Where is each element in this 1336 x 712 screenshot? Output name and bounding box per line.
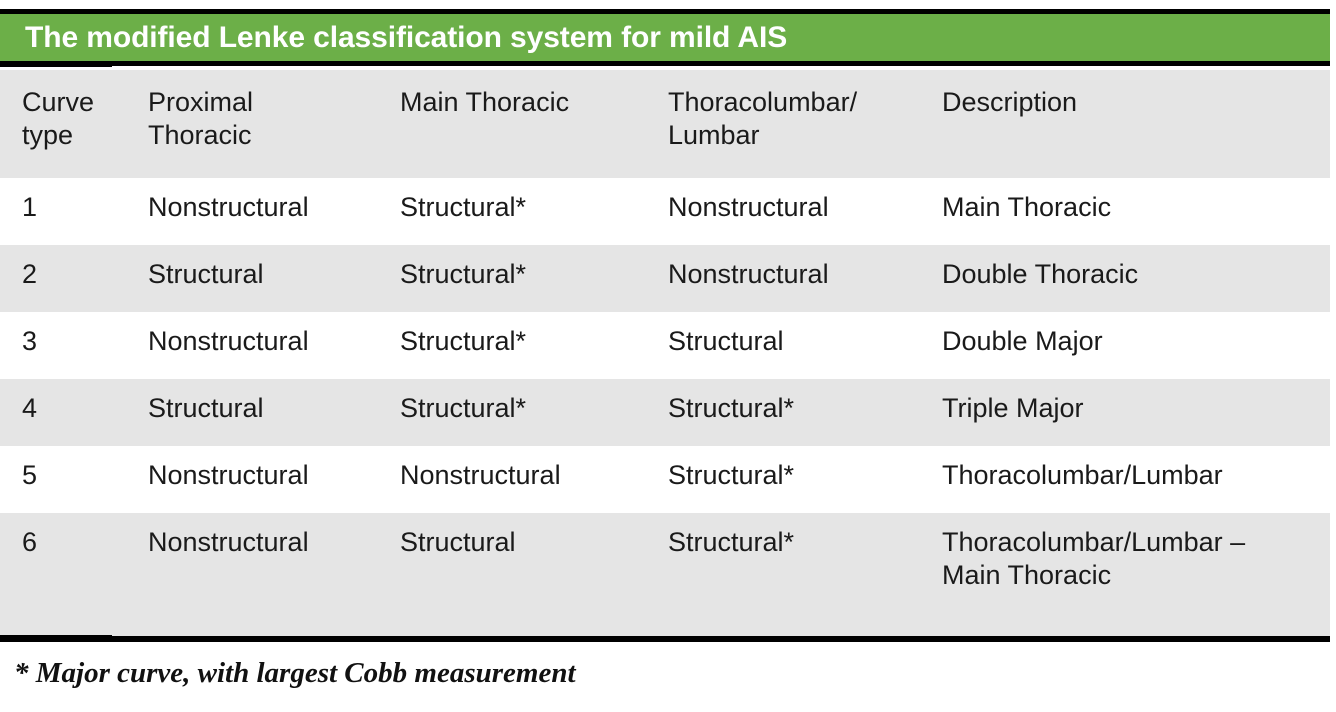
classification-table: Curve type Proximal Thoracic Main Thorac…: [0, 70, 1330, 637]
cell-description: Main Thoracic: [942, 192, 1112, 222]
cell-curve-type: 6: [22, 527, 38, 557]
cell-main-thoracic: Structural*: [400, 259, 527, 289]
column-header-proximal-thoracic: Proximal Thoracic: [148, 87, 254, 150]
cell-description: Thoracolumbar/Lumbar – Main Thoracic: [942, 527, 1246, 590]
title-banner: The modified Lenke classification system…: [0, 14, 1330, 61]
cell-main-thoracic: Structural*: [400, 326, 527, 356]
column-header-curve-type: Curve type: [22, 87, 95, 150]
table-row: 1 Nonstructural Structural* Nonstructura…: [0, 178, 1330, 245]
cell-thoracolumbar-lumbar: Structural*: [668, 393, 795, 423]
cell-proximal-thoracic: Nonstructural: [148, 192, 309, 222]
title-top-rule-accent: [0, 9, 112, 16]
cell-thoracolumbar-lumbar: Nonstructural: [668, 259, 829, 289]
table-row: 2 Structural Structural* Nonstructural D…: [0, 245, 1330, 312]
cell-curve-type: 5: [22, 460, 38, 490]
table-header-row: Curve type Proximal Thoracic Main Thorac…: [0, 70, 1330, 178]
table-bottom-rule-accent: [0, 635, 112, 642]
table-footnote: * Major curve, with largest Cobb measure…: [14, 657, 576, 689]
cell-proximal-thoracic: Structural: [148, 393, 264, 423]
table-row: 6 Nonstructural Structural Structural* T…: [0, 513, 1330, 637]
cell-proximal-thoracic: Structural: [148, 259, 264, 289]
cell-description: Double Major: [942, 326, 1103, 356]
cell-thoracolumbar-lumbar: Nonstructural: [668, 192, 829, 222]
cell-proximal-thoracic: Nonstructural: [148, 527, 309, 557]
table-bottom-rule: [0, 636, 1330, 642]
title-bottom-rule: [0, 61, 1330, 66]
cell-main-thoracic: Nonstructural: [400, 460, 561, 490]
title-top-rule: [0, 9, 1330, 14]
cell-description: Triple Major: [942, 393, 1084, 423]
cell-curve-type: 2: [22, 259, 38, 289]
cell-proximal-thoracic: Nonstructural: [148, 326, 309, 356]
title-bottom-rule-accent: [0, 61, 112, 67]
cell-proximal-thoracic: Nonstructural: [148, 460, 309, 490]
cell-main-thoracic: Structural*: [400, 192, 527, 222]
cell-curve-type: 4: [22, 393, 38, 423]
table-row: 5 Nonstructural Nonstructural Structural…: [0, 446, 1330, 513]
column-header-main-thoracic: Main Thoracic: [400, 87, 570, 117]
cell-thoracolumbar-lumbar: Structural*: [668, 527, 795, 557]
cell-main-thoracic: Structural: [400, 527, 516, 557]
page-title: The modified Lenke classification system…: [25, 20, 788, 54]
table-title-bar: The modified Lenke classification system…: [0, 9, 1330, 67]
cell-thoracolumbar-lumbar: Structural*: [668, 460, 795, 490]
cell-description: Thoracolumbar/Lumbar: [942, 460, 1223, 490]
table-row: 4 Structural Structural* Structural* Tri…: [0, 379, 1330, 446]
column-header-description: Description: [942, 87, 1078, 117]
cell-curve-type: 1: [22, 192, 38, 222]
cell-description: Double Thoracic: [942, 259, 1139, 289]
column-header-thoracolumbar-lumbar: Thoracolumbar/ Lumbar: [668, 87, 858, 150]
cell-curve-type: 3: [22, 326, 38, 356]
cell-thoracolumbar-lumbar: Structural: [668, 326, 784, 356]
table-row: 3 Nonstructural Structural* Structural D…: [0, 312, 1330, 379]
cell-main-thoracic: Structural*: [400, 393, 527, 423]
